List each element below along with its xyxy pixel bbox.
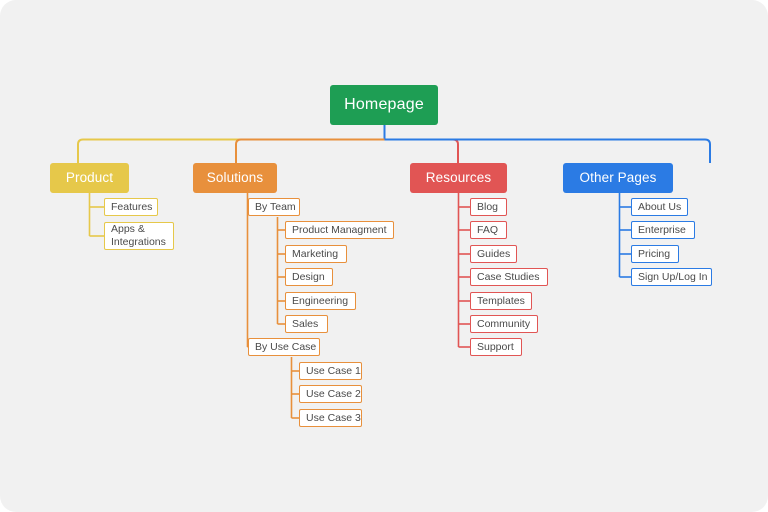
node-faq-label: FAQ <box>477 223 499 236</box>
node-product[interactable]: Product <box>50 163 129 193</box>
node-by-team[interactable]: By Team <box>248 198 300 216</box>
node-pricing[interactable]: Pricing <box>631 245 679 263</box>
node-templates-label: Templates <box>477 294 525 307</box>
node-pricing-label: Pricing <box>638 247 671 260</box>
node-case-studies[interactable]: Case Studies <box>470 268 548 286</box>
node-community[interactable]: Community <box>470 315 538 333</box>
node-use-case-1-label: Use Case 1 <box>306 364 361 377</box>
node-engineering-label: Engineering <box>292 294 349 307</box>
node-product-managment-label: Product Managment <box>292 223 387 236</box>
node-support[interactable]: Support <box>470 338 522 356</box>
node-by-team-label: By Team <box>255 200 296 213</box>
node-homepage-label: Homepage <box>344 95 424 113</box>
node-homepage[interactable]: Homepage <box>330 85 438 125</box>
node-apps-integrations-label: Apps & Integrations <box>111 222 166 248</box>
node-product-label: Product <box>65 170 114 186</box>
node-templates[interactable]: Templates <box>470 292 532 310</box>
node-enterprise-label: Enterprise <box>638 223 686 236</box>
node-product-managment[interactable]: Product Managment <box>285 221 394 239</box>
node-blog[interactable]: Blog <box>470 198 507 216</box>
node-other-pages[interactable]: Other Pages <box>563 163 673 193</box>
node-resources-label: Resources <box>425 170 492 186</box>
node-by-use-case[interactable]: By Use Case <box>248 338 320 356</box>
node-guides[interactable]: Guides <box>470 245 517 263</box>
node-case-studies-label: Case Studies <box>477 270 540 283</box>
node-sales-label: Sales <box>292 317 319 330</box>
node-sign-up-log-in-label: Sign Up/Log In <box>638 270 708 283</box>
node-features-label: Features <box>111 200 153 213</box>
node-community-label: Community <box>477 317 531 330</box>
node-blog-label: Blog <box>477 200 499 213</box>
node-design-label: Design <box>292 270 325 283</box>
node-solutions-label: Solutions <box>206 170 264 186</box>
node-sign-up-log-in[interactable]: Sign Up/Log In <box>631 268 712 286</box>
node-solutions[interactable]: Solutions <box>193 163 277 193</box>
node-marketing-label: Marketing <box>292 247 339 260</box>
node-enterprise[interactable]: Enterprise <box>631 221 695 239</box>
node-use-case-3[interactable]: Use Case 3 <box>299 409 362 427</box>
node-use-case-2-label: Use Case 2 <box>306 387 361 400</box>
node-marketing[interactable]: Marketing <box>285 245 347 263</box>
node-use-case-1[interactable]: Use Case 1 <box>299 362 362 380</box>
node-sales[interactable]: Sales <box>285 315 328 333</box>
node-by-use-case-label: By Use Case <box>255 340 317 353</box>
node-use-case-2[interactable]: Use Case 2 <box>299 385 362 403</box>
node-other-pages-label: Other Pages <box>579 170 657 186</box>
node-about-us[interactable]: About Us <box>631 198 688 216</box>
node-resources[interactable]: Resources <box>410 163 507 193</box>
node-use-case-3-label: Use Case 3 <box>306 411 361 424</box>
node-design[interactable]: Design <box>285 268 333 286</box>
node-apps-integrations[interactable]: Apps & Integrations <box>104 222 174 250</box>
node-about-us-label: About Us <box>638 200 682 213</box>
node-engineering[interactable]: Engineering <box>285 292 356 310</box>
node-guides-label: Guides <box>477 247 511 260</box>
node-features[interactable]: Features <box>104 198 158 216</box>
node-support-label: Support <box>477 340 514 353</box>
node-faq[interactable]: FAQ <box>470 221 507 239</box>
